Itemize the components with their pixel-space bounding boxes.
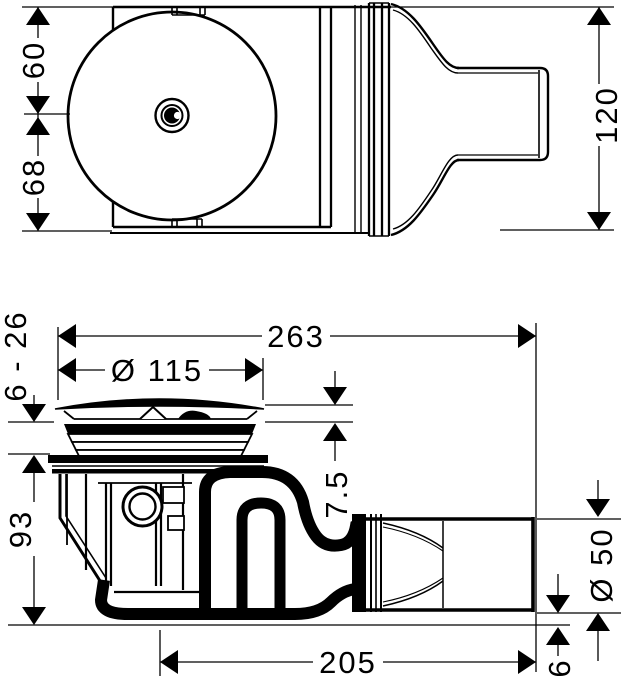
cap-wave-detail [139,405,167,420]
drain-body [58,474,192,590]
dim-diameter-115 [58,358,263,382]
dimension-labels: 60 68 120 263 Ø 115 6 - 26 7.5 93 Ø 50 2… [0,41,621,680]
dim-label-7-5: 7.5 [319,469,354,518]
dim-diameter-50 [586,480,610,661]
dim-label-93: 93 [3,510,38,548]
side-cap [54,398,265,420]
dim-263 [58,324,536,348]
dim-label-6: 6 [542,658,577,677]
cap-flange [48,455,268,474]
dim-label-263: 263 [267,319,325,354]
trap-weir [236,497,286,612]
dim-label-68: 68 [16,158,51,196]
trap-sump [94,579,365,620]
cap-tabs [171,7,206,227]
outlet-pipe-side [366,517,535,612]
side-view [8,323,621,676]
dim-adjust-6-26 [22,395,46,473]
dim-7-5 [323,371,347,461]
dim-label-205: 205 [319,645,377,680]
outlet-funnel-top [390,2,460,237]
screw-detail [154,97,190,134]
dim-label-60: 60 [16,41,51,79]
top-view [22,2,614,237]
dim-6 [546,574,570,656]
cap-seal [64,424,256,457]
dim-205 [160,650,536,674]
dim-93 [22,473,46,625]
outlet-socket [352,514,382,612]
outlet-pipe-top [457,66,550,162]
top-view-body [110,2,391,237]
inspection-port [121,485,164,528]
dim-label-adjust-range: 6 - 26 [0,310,33,401]
reference-lines [8,323,621,676]
dim-label-diameter-50: Ø 50 [584,527,619,602]
dim-label-120: 120 [589,86,621,144]
trap-arch [199,466,367,610]
dim-label-diameter-115: Ø 115 [111,353,203,388]
dim-120 [500,7,614,231]
pipe-socket-curves [382,521,444,608]
dim-60-68 [22,7,112,232]
